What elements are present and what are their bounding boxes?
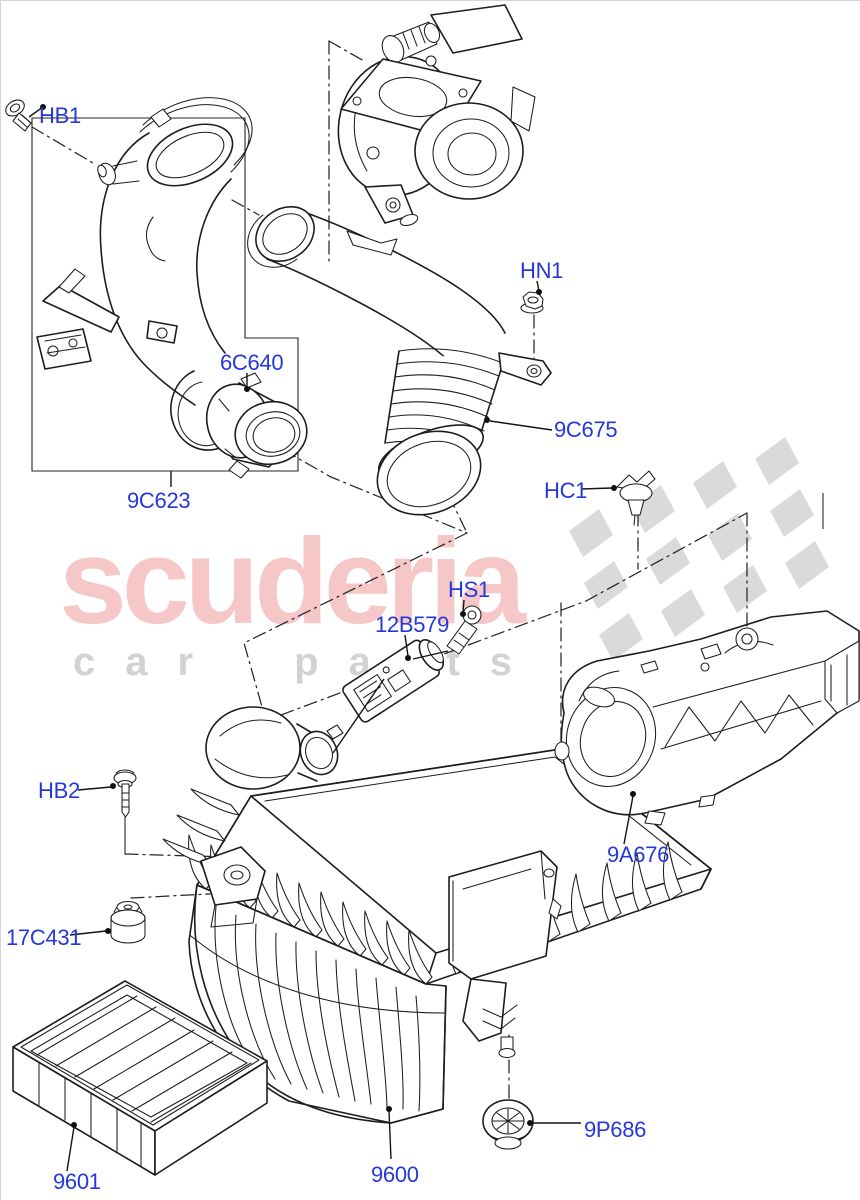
pipe-spigot: [97, 160, 140, 186]
pipe-hook-detail: [145, 216, 166, 262]
hose-mount-tab: [498, 352, 552, 386]
brand-watermark-text: scuderia: [59, 513, 527, 649]
part-label-9c623[interactable]: 9C623: [127, 488, 191, 513]
nut-hn1-icon: [520, 291, 544, 314]
intake-pipe-assembly-9c623: [31, 97, 308, 479]
duct-hole-centerline: [735, 512, 759, 651]
bolt-hb2-icon: [113, 769, 137, 818]
filter-pleats: [36, 995, 252, 1167]
screw-hs1-icon: [446, 605, 482, 655]
part-label-hn1[interactable]: HN1: [520, 258, 563, 283]
sensor-hc1-icon: [616, 470, 656, 526]
filter-element-drawing-9601: [12, 980, 268, 1176]
part-label-hb1[interactable]: HB1: [39, 103, 81, 128]
part-label-hb2[interactable]: HB2: [38, 778, 80, 803]
leader-lines: [28, 104, 636, 1172]
grommet-9p686-icon: [482, 1099, 534, 1150]
part-label-17c431[interactable]: 17C431: [6, 925, 82, 950]
part-label-12b579[interactable]: 12B579: [375, 612, 449, 637]
part-label-9c675[interactable]: 9C675: [554, 417, 618, 442]
intake-snout: [205, 706, 320, 790]
coupling-6c640-drawing: [205, 372, 308, 479]
part-label-9p686[interactable]: 9P686: [584, 1117, 646, 1142]
part-label-hs1[interactable]: HS1: [448, 577, 490, 602]
bolt-hb1-icon: [5, 99, 32, 132]
part-label-9601[interactable]: 9601: [53, 1169, 101, 1194]
part-label-9600[interactable]: 9600: [371, 1162, 419, 1187]
group-box-outline: [31, 117, 299, 472]
part-label-hc1[interactable]: HC1: [544, 478, 587, 503]
outlet-port: [299, 724, 344, 776]
turbo-actuator: [381, 21, 441, 63]
part-label-6c640[interactable]: 6C640: [220, 350, 284, 375]
grommet-17c431-icon: [110, 900, 146, 944]
part-label-9a676[interactable]: 9A676: [607, 842, 669, 867]
hose-clamp-upper: [139, 97, 253, 173]
part-labels: HB1 6C640 9C623 HN1 9C675 HC1 HS1 12B579…: [6, 103, 669, 1194]
pipe-top-bracket: [346, 213, 419, 256]
turbocharger-drawing: [337, 4, 536, 224]
tagline-watermark-text: car parts: [73, 640, 542, 684]
flex-hose-assembly-9c675: [247, 205, 552, 516]
side-bracket-tray: [448, 850, 562, 1059]
pipe-bracket: [36, 268, 178, 370]
air-cleaner-lower-housing: [188, 884, 447, 1124]
air-cleaner-drawing-9600: [162, 706, 712, 1124]
mounting-ear: [200, 846, 266, 928]
intake-duct-drawing-9a676: [554, 610, 860, 826]
